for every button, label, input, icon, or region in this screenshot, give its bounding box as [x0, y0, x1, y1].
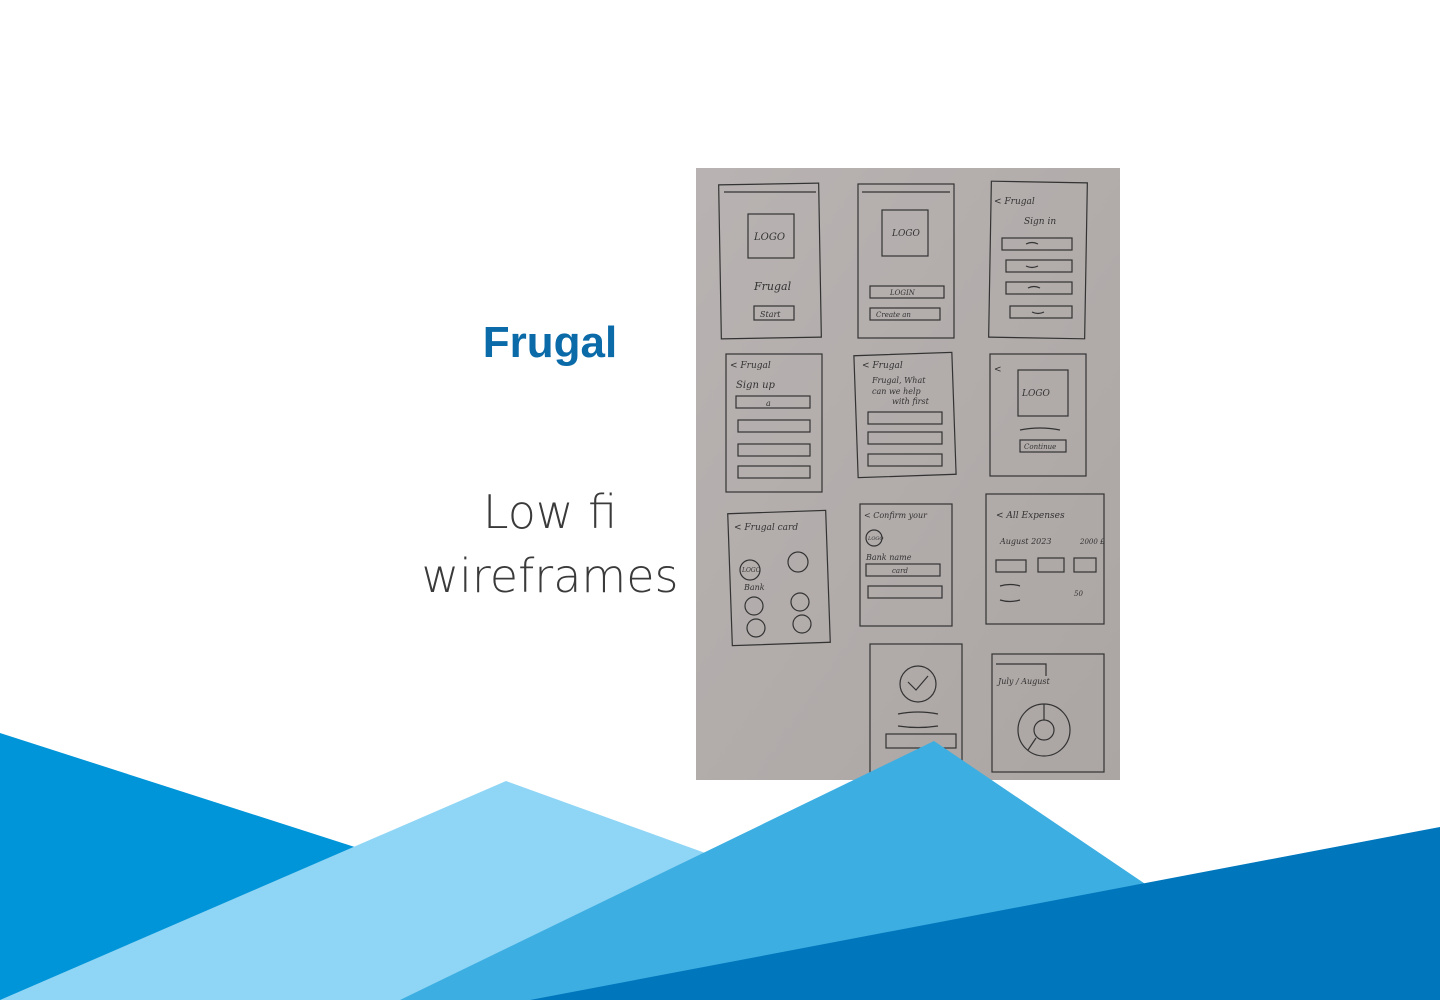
svg-text:<: <	[994, 365, 1002, 375]
sketch-screen-1: LOGO Frugal Start	[718, 182, 822, 340]
svg-text:LOGO: LOGO	[891, 229, 921, 239]
svg-text:LOGO: LOGO	[1021, 389, 1051, 399]
sketch-screen-8: < Confirm your LOGO Bank name card	[859, 503, 953, 627]
svg-text:Start: Start	[760, 310, 781, 319]
svg-text:LOGO: LOGO	[741, 567, 761, 574]
svg-text:LOGO: LOGO	[867, 536, 884, 542]
svg-text:can we help: can we help	[872, 387, 921, 396]
svg-text:< Frugal: < Frugal	[994, 197, 1035, 207]
subtitle-line-2: wireframes	[421, 549, 679, 603]
mountain-right	[530, 827, 1440, 1000]
slide-title: Frugal	[482, 318, 618, 367]
svg-text:with first: with first	[892, 397, 930, 406]
sketch-screen-5: < Frugal Frugal, What can we help with f…	[853, 351, 957, 479]
svg-text:August 2023: August 2023	[999, 537, 1051, 546]
svg-text:Create an: Create an	[876, 311, 911, 319]
svg-text:< Frugal: < Frugal	[730, 361, 771, 371]
svg-text:2000 £: 2000 £	[1079, 538, 1105, 546]
svg-text:Bank name: Bank name	[865, 553, 912, 562]
svg-text:July / August: July / August	[996, 677, 1051, 686]
sketch-screen-6: < LOGO Continue	[989, 353, 1087, 477]
svg-text:Sign in: Sign in	[1024, 217, 1056, 227]
svg-text:Continue: Continue	[1024, 443, 1056, 451]
svg-text:Frugal: Frugal	[753, 280, 792, 293]
sketch-screen-4: < Frugal Sign up a	[725, 353, 823, 493]
sketch-screen-11: July / August	[991, 653, 1105, 773]
sketch-screen-2: LOGO LOGIN Create an	[857, 183, 955, 339]
slide-subtitle: Low fi wireframes	[420, 480, 680, 608]
sketch-screen-3: < Frugal Sign in	[988, 180, 1088, 340]
subtitle-line-1: Low fi	[482, 485, 618, 539]
svg-text:card: card	[892, 567, 908, 575]
svg-text:Bank: Bank	[743, 583, 765, 592]
svg-text:50: 50	[1074, 590, 1083, 598]
svg-text:< Confirm your: < Confirm your	[864, 511, 928, 520]
svg-text:a: a	[766, 399, 771, 408]
wireframe-sketch-photo: LOGO Frugal Start LOGO LOGIN Create an <…	[696, 168, 1120, 780]
svg-text:LOGO: LOGO	[753, 232, 785, 243]
svg-text:< Frugal card: < Frugal card	[734, 523, 798, 533]
svg-text:Sign up: Sign up	[736, 380, 776, 391]
svg-text:LOGIN: LOGIN	[889, 289, 916, 297]
sketch-screen-7: < Frugal card LOGO Bank	[727, 509, 831, 647]
svg-text:< All Expenses: < All Expenses	[996, 511, 1065, 521]
svg-text:< Frugal: < Frugal	[862, 361, 903, 371]
sketch-screen-9: < All Expenses August 2023 2000 £ 50	[985, 493, 1105, 625]
svg-text:Frugal, What: Frugal, What	[871, 376, 926, 385]
